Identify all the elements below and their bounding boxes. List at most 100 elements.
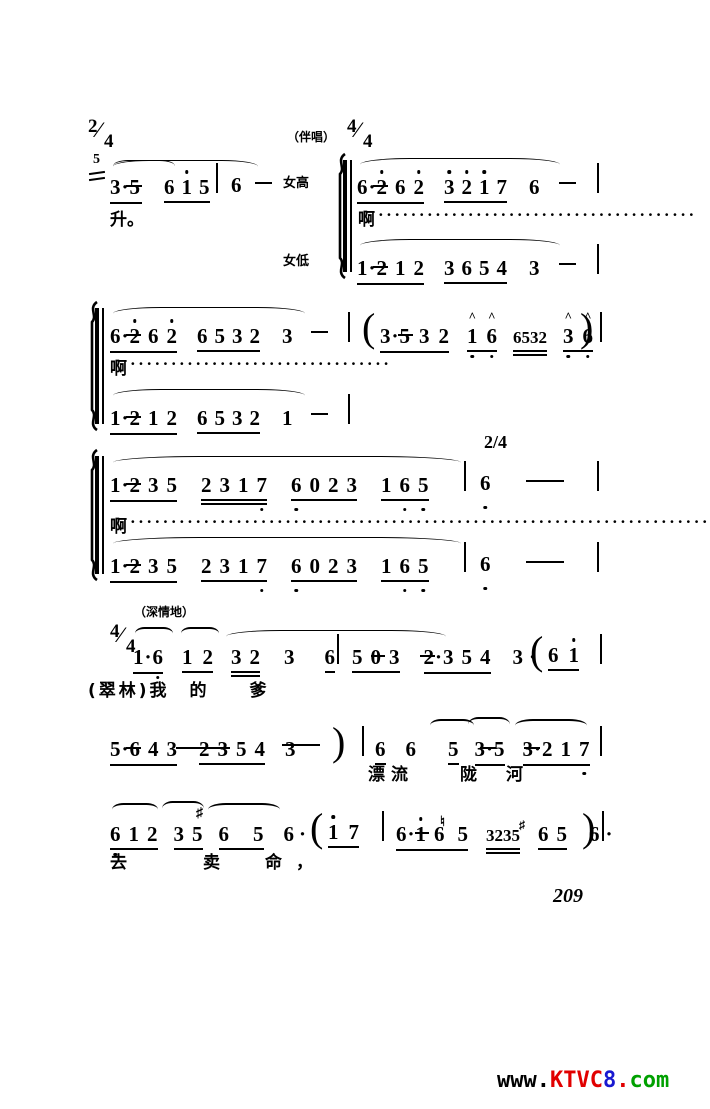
- note: 3: [284, 645, 295, 669]
- sub-beam-sys4-l3: [415, 832, 429, 834]
- note: 7: [257, 475, 267, 511]
- note: 6: [357, 175, 368, 199]
- system3-brace: [84, 448, 100, 582]
- watermark-part: com: [629, 1068, 670, 1093]
- note: 4: [480, 645, 491, 669]
- sub-beam-sys4-l2: [126, 747, 141, 749]
- note: 3: [443, 645, 454, 669]
- note: 3: [503, 826, 512, 845]
- note: 3: [232, 324, 243, 348]
- note: 1: [133, 645, 144, 669]
- augmentation-dot: ·: [121, 737, 129, 761]
- note: 1: [381, 554, 392, 578]
- slur-arc: [515, 719, 587, 732]
- augmentation-dot: ·: [486, 737, 494, 761]
- octave-dot-high: [133, 319, 137, 323]
- lyric-sys4-line1: (翠林)我 的 爹: [88, 681, 270, 701]
- augmentation-dot: ·: [121, 406, 129, 430]
- note: 2: [413, 256, 425, 280]
- note: 7: [496, 175, 508, 199]
- note: 3: [444, 170, 455, 198]
- note: 6: [396, 822, 407, 846]
- ts-slash: ⁄: [97, 117, 101, 142]
- octave-dot-high: [331, 815, 335, 819]
- note: 5: [199, 175, 210, 199]
- note: 0: [309, 473, 321, 497]
- note: 3: [110, 175, 121, 199]
- note: 2: [249, 645, 261, 669]
- lyric-sys2-ah: 啊: [110, 359, 127, 379]
- note: 2: [167, 319, 177, 347]
- note: 6: [110, 824, 121, 856]
- note: 6^: [487, 310, 497, 358]
- bar-line: [216, 163, 218, 193]
- note: 0: [309, 554, 321, 578]
- note-group: 6: [324, 647, 335, 673]
- note: 3: [346, 554, 358, 578]
- sub-beam-sys4-l2c: [480, 747, 496, 749]
- note: 3: [522, 737, 534, 761]
- augmentation-dot: ·: [407, 822, 415, 846]
- note: 3^: [563, 310, 574, 358]
- note: 5: [214, 406, 226, 430]
- augmentation-dot: ·: [299, 822, 307, 846]
- octave-dot-high: [380, 170, 384, 174]
- octave-dot-high: [482, 170, 487, 174]
- slur-arc: [468, 717, 510, 732]
- octave-dot-low: [260, 588, 264, 592]
- ts-slash: ⁄: [119, 622, 123, 647]
- octave-dot-low: [113, 852, 117, 856]
- note: 5: [479, 256, 490, 280]
- note: 1: [282, 406, 293, 430]
- note: 3: [529, 256, 540, 280]
- phrase-slur-soprano-1: [360, 158, 560, 171]
- augmentation-dot: ·: [368, 175, 376, 199]
- note: 5: [129, 175, 141, 199]
- note: 7: [579, 739, 590, 775]
- system2-group-barline: [95, 308, 99, 424]
- note: 2: [201, 554, 212, 578]
- note: 1: [238, 473, 249, 497]
- note: 7: [257, 556, 267, 592]
- note: 5: [166, 473, 178, 497]
- note: 6: [283, 822, 295, 846]
- note: 2: [414, 170, 424, 198]
- system1-group-barline: [343, 160, 347, 272]
- sub-beam-sys2-sop: [126, 334, 141, 336]
- octave-dot-high: [419, 817, 423, 821]
- note: 6: [110, 324, 121, 348]
- watermark-part: .: [616, 1068, 630, 1093]
- accidental-natural: ♮: [440, 815, 446, 830]
- note: 6: [291, 556, 302, 592]
- close-paren-sys4: ): [332, 719, 346, 764]
- accent-mark: ^: [468, 309, 477, 324]
- sustain-dash: [526, 480, 564, 483]
- phrase-slur-alto-1: [360, 239, 560, 252]
- ts-numerator: 4: [110, 621, 120, 642]
- bar-line: [600, 312, 602, 342]
- note: 2: [376, 256, 388, 280]
- bar-line: [362, 726, 364, 756]
- sub-beam-sys4-l2b: [176, 747, 230, 749]
- sub-beam-bracket: [398, 334, 413, 336]
- bar-line: [597, 244, 599, 274]
- note: 1: [110, 406, 121, 430]
- caesura-mark-2: [88, 176, 106, 182]
- note: 3: [282, 324, 293, 348]
- sub-beam: [126, 185, 142, 187]
